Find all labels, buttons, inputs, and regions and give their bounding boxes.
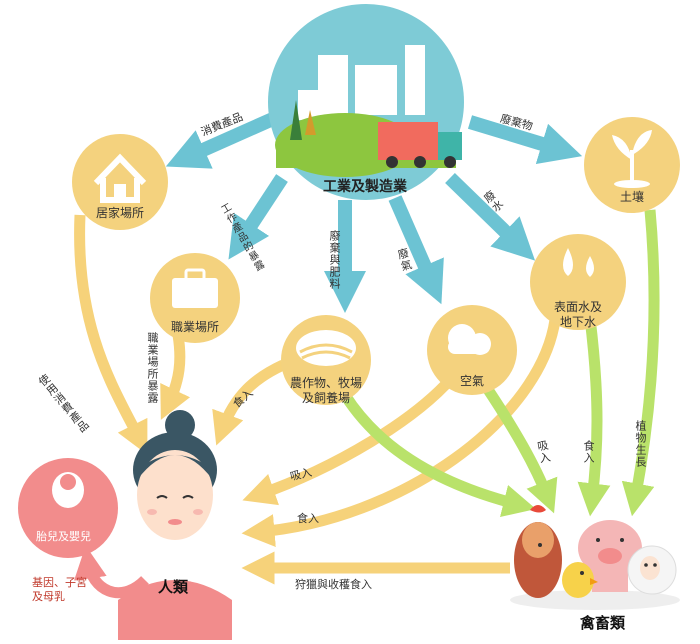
crops-label-line2: 及飼養場 — [301, 391, 350, 405]
sprout-icon — [612, 130, 652, 188]
arrow-crops-to-livestock — [340, 392, 537, 518]
baby-label: 胎兒及嬰兒 — [36, 530, 91, 543]
flow-eat-2: 食入 — [297, 512, 319, 525]
arrow-air-to-human — [242, 364, 465, 506]
field-icon — [296, 330, 356, 366]
yellow-arrows — [74, 214, 561, 585]
arrow-water-to-human — [241, 319, 561, 548]
arrow-waste — [467, 115, 583, 164]
water-label-line1: 表面水及 — [553, 300, 602, 314]
crops-label-line1: 農作物、牧場 — [290, 376, 363, 390]
industry-node — [268, 4, 464, 200]
pig-icon — [578, 520, 642, 592]
arrow-water-to-livestock — [577, 317, 611, 517]
arrow-air-to-livestock — [480, 381, 558, 514]
water-label: 表面水及 地下水 — [550, 300, 606, 330]
baby-node — [18, 458, 118, 558]
arrow-consumer-goods — [165, 111, 278, 169]
sheep-icon — [627, 545, 677, 595]
arrow-industrial-products — [228, 174, 288, 260]
industry-arrows — [165, 111, 583, 313]
rooster-icon — [514, 505, 562, 598]
crops-node — [281, 315, 371, 405]
home-node — [72, 134, 168, 230]
water-label-line2: 地下水 — [559, 315, 596, 329]
flow-mother-line2: 及母乳 — [32, 590, 65, 603]
chick-icon — [562, 562, 598, 598]
arrow-soil-to-livestock — [621, 209, 660, 517]
crops-label: 農作物、牧場 及飼養場 — [290, 376, 362, 406]
workplace-node — [150, 253, 240, 343]
air-label: 空氣 — [459, 374, 484, 388]
arrow-work-to-human — [160, 334, 191, 420]
air-node — [427, 305, 517, 395]
arrow-exhaust — [388, 195, 444, 305]
soil-label: 土壤 — [619, 190, 644, 204]
human-label: 人類 — [158, 578, 189, 596]
flow-hunting: 狩獵與收穫食入 — [295, 578, 372, 591]
workplace-label: 職業場所 — [170, 320, 219, 334]
flow-occupational-exposure: 職業場所暴露 — [146, 332, 159, 404]
flow-fertilizer: 廢棄與肥料 — [328, 230, 341, 290]
soil-node — [584, 117, 680, 213]
arrow-home-to-human — [74, 214, 148, 455]
arrow-crops-to-human — [212, 360, 286, 446]
livestock-figure — [510, 505, 680, 610]
industry-label: 工業及製造業 — [323, 179, 407, 195]
flow-mother-to-child: 基因、子宮 及母乳 — [32, 576, 87, 604]
human-figure — [118, 410, 232, 640]
home-label: 居家場所 — [95, 206, 144, 220]
green-arrows — [340, 209, 660, 518]
arrow-human-to-baby — [74, 545, 149, 599]
briefcase-icon — [172, 278, 218, 308]
flow-plant-growth: 植物生長 — [634, 420, 647, 468]
water-drop-icon — [563, 248, 573, 276]
livestock-label: 禽畜類 — [580, 614, 626, 632]
flow-animal-eat: 食入 — [582, 440, 595, 464]
flow-mother-line1: 基因、子宮 — [32, 576, 87, 589]
arrow-wastewater — [445, 172, 536, 261]
cloud-icon — [448, 324, 491, 355]
water-node — [530, 234, 626, 330]
